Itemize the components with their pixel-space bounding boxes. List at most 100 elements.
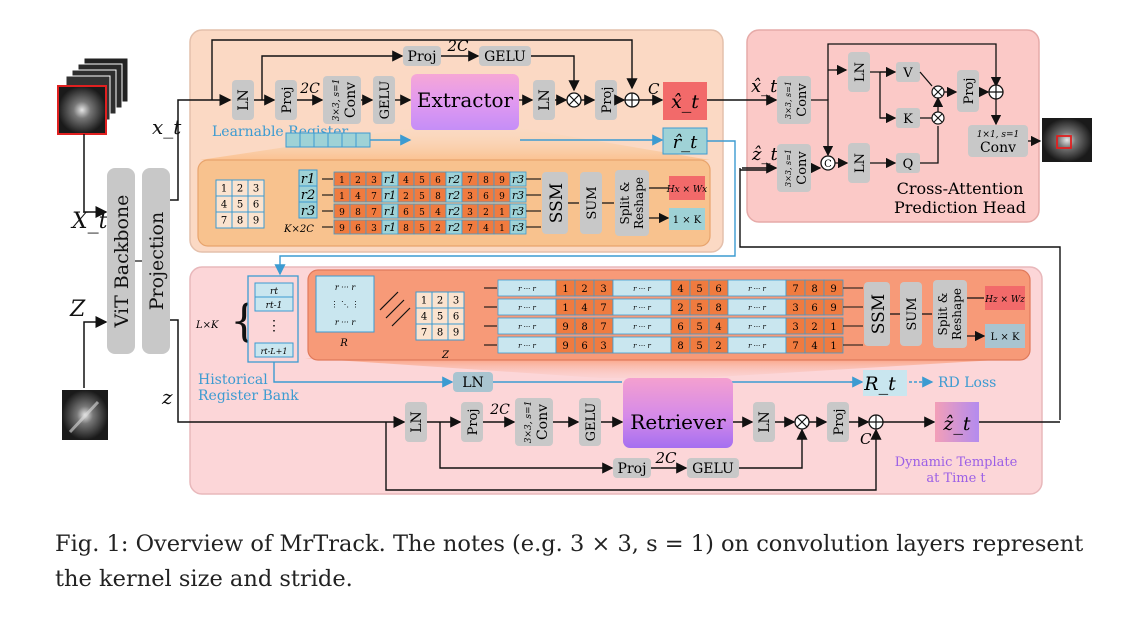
- vit-backbone-block: [107, 168, 135, 354]
- svg-text:r1: r1: [301, 172, 316, 187]
- figure-caption: Fig. 1: Overview of MrTrack. The notes (…: [55, 531, 1084, 592]
- head-conv1-box: [777, 76, 811, 124]
- head-ln1-label: LN: [853, 62, 868, 82]
- ext-proj1-box: [275, 80, 297, 120]
- register-bank: rt rt-1 ⋮ rt-L+1: [247, 275, 299, 363]
- x-hat-box: [663, 82, 707, 120]
- retr-token-label: 6: [811, 303, 817, 314]
- retr-token-label: 9: [562, 322, 568, 333]
- ext-grid-cell-label: 7: [221, 216, 227, 227]
- ext-grid-cell-label: 8: [237, 216, 243, 227]
- retr-token-label: 2: [677, 303, 683, 314]
- ext-token-label: 6: [355, 224, 361, 234]
- ext-token-label: 8: [355, 208, 361, 218]
- bank-ln-box: [453, 372, 493, 392]
- svg-text:rt-1: rt-1: [266, 301, 283, 311]
- retr-token-label: 3: [600, 284, 606, 295]
- retr-ln1-label: LN: [409, 411, 425, 433]
- ext-sum-label: SUM: [585, 186, 600, 219]
- retr-out-lk-label: L × K: [991, 332, 1020, 343]
- retr-gelu-label: GELU: [584, 403, 599, 442]
- ext-ln1-label: LN: [236, 89, 252, 111]
- head-v-label: V: [902, 66, 913, 81]
- retr-register-group-label: r ··· r: [748, 304, 766, 312]
- head-k-box: [896, 108, 920, 128]
- ext-token-label: 5: [419, 176, 425, 186]
- ext-token-label: 3: [371, 224, 377, 234]
- retr-register-group-label: r ··· r: [748, 342, 766, 350]
- head-final-note: 1×1, s=1: [977, 130, 1020, 140]
- svg-text:rt-L+1: rt-L+1: [261, 347, 288, 356]
- rd-loss-label: RD Loss: [938, 375, 996, 391]
- ext-token-label: 1: [339, 192, 345, 202]
- ext-token-label: 4: [483, 224, 489, 234]
- head-concat-icon: C: [820, 155, 836, 171]
- retr-diag-arrows: [379, 291, 411, 327]
- ext-token-label: 3: [371, 176, 377, 186]
- retr-register-group-label: r ··· r: [633, 342, 651, 350]
- retr-conv-label: Conv: [535, 404, 551, 440]
- svg-text:⋮ ⋱ ⋮: ⋮ ⋱ ⋮: [330, 300, 359, 309]
- head-add-icon: [988, 84, 1004, 100]
- retr-grid-cell-label: 2: [437, 296, 443, 307]
- output-heatmap-image: [1042, 118, 1092, 162]
- ext-token-label: 5: [419, 224, 425, 234]
- head-conv1-label: Conv: [795, 83, 810, 117]
- head-conv2-note: 3×3, s=1: [784, 149, 793, 187]
- ext-grid-cell: [247, 211, 265, 229]
- ext-grid-cell-label: 1: [221, 184, 227, 195]
- R-t-box: [863, 370, 907, 396]
- extractor-zoom-funnel: [200, 128, 710, 160]
- svg-text:rt: rt: [270, 287, 278, 297]
- retr-token-label: 1: [562, 284, 568, 295]
- head-final-conv-box: [968, 125, 1028, 157]
- architecture-figure: X_t Z ViT Backbone Projection x_t z Proj…: [57, 29, 1092, 495]
- z-hat-box: [935, 402, 979, 442]
- retr-conv-box: [515, 398, 553, 446]
- ext-conv-box: [323, 76, 361, 124]
- bottom-2c-label: 2C: [654, 449, 677, 467]
- ext-token-label: 9: [339, 208, 345, 218]
- head-k-label: K: [903, 112, 913, 127]
- bank-ln-label: LN: [462, 375, 484, 391]
- ext-token-label: 5: [419, 192, 425, 202]
- retr-multiply-icon: [794, 414, 810, 430]
- retr-split-label: Split &Reshape: [936, 288, 964, 340]
- retr-token-label: 9: [830, 284, 836, 295]
- retr-token-label: 1: [562, 303, 568, 314]
- retr-grid-cell-label: 3: [453, 296, 459, 307]
- retr-token-label: 8: [677, 341, 683, 352]
- ext-token-label: 8: [435, 192, 441, 202]
- head-ln2-label: LN: [853, 153, 868, 173]
- ext-token-label: 1: [499, 224, 505, 234]
- ext-token-label: 9: [499, 176, 505, 186]
- ext-token-label: r2: [448, 221, 460, 234]
- retr-2c-label: 2C: [489, 402, 510, 418]
- retr-proj2-label: Proj: [832, 409, 847, 436]
- ext-split-label: Split &Reshape: [618, 177, 646, 229]
- ext-ln2-label: LN: [537, 89, 553, 111]
- retr-token-label: 5: [696, 341, 702, 352]
- retr-register-group-label: r ··· r: [633, 323, 651, 331]
- template-image: [62, 390, 108, 440]
- ext-token-label: 2: [483, 208, 489, 218]
- ext-proj2-box: [595, 80, 617, 120]
- svg-text:r ··· r: r ··· r: [335, 283, 357, 292]
- retr-token-label: 4: [677, 284, 683, 295]
- retr-token-label: 4: [715, 322, 721, 333]
- extractor-label: Extractor: [417, 88, 514, 112]
- retr-token-label: 8: [811, 284, 817, 295]
- ext-grid-cell-label: 3: [253, 184, 259, 195]
- retr-token-label: 4: [811, 341, 817, 352]
- z-hat-label: ẑ_t: [942, 413, 971, 435]
- ext-multiply-icon: [566, 92, 582, 108]
- ext-token-label: r3: [512, 205, 524, 218]
- ext-token-label: 4: [403, 176, 409, 186]
- ext-2c-label: 2C: [299, 81, 320, 97]
- retr-grid-cell-label: 1: [421, 296, 427, 307]
- retr-token-label: 4: [581, 303, 587, 314]
